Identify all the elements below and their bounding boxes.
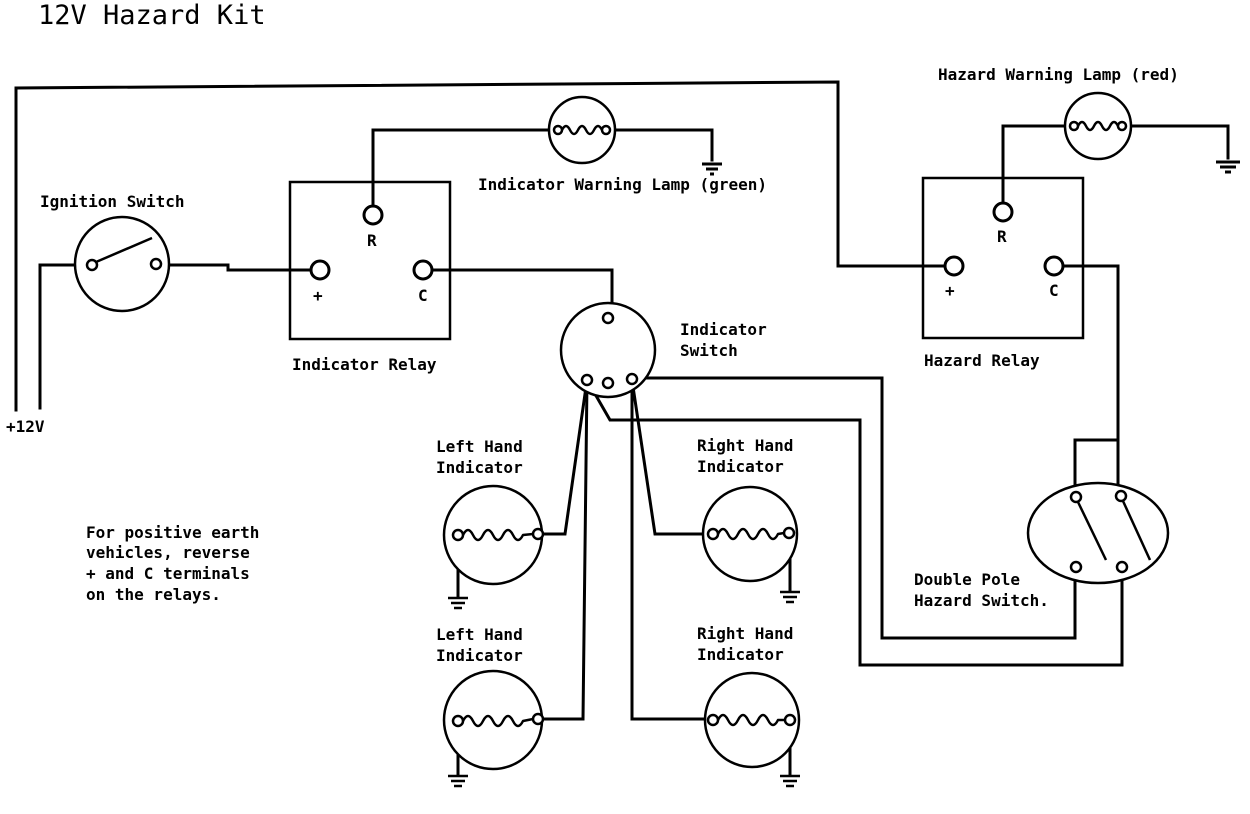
indicator-label-3: Indicator [697,457,784,476]
hazard-right-wire [630,376,1077,640]
indicator-label-4: Indicator [697,645,784,664]
ignition-switch-label: Ignition Switch [40,192,185,211]
indicator-warning-lamp-label: Indicator Warning Lamp (green) [478,175,767,194]
right-hand-indicator-rear: Right Hand Indicator [697,624,801,769]
hazard-relay-c-wire [1053,264,1120,497]
terminal-r-label: R [997,227,1007,246]
supply-label: +12V [6,417,45,436]
note-line-4: on the relays. [86,585,221,604]
hazard-switch-label-line1: Double Pole [914,570,1020,589]
indicator-switch-label-line2: Switch [680,341,738,360]
hazard-warning-lamp-label: Hazard Warning Lamp (red) [938,65,1179,84]
terminal-r-label: R [367,231,377,250]
hazard-relay: R + C Hazard Relay [921,176,1085,370]
left-rear-wire [543,378,589,721]
left-hand-label-2: Left Hand [436,625,523,644]
indicator-relay-c-wire [422,268,614,307]
earth-icon [448,774,468,788]
indicator-label-2: Indicator [436,646,523,665]
note-line-3: + and C terminals [86,564,250,583]
right-rear-wire [630,378,710,721]
ignition-output-wire [155,263,320,272]
wiring [14,80,1230,777]
indicator-relay-label: Indicator Relay [292,355,437,374]
earth-icon [1216,160,1240,174]
hazard-feed-wire [14,80,954,412]
ignition-switch: Ignition Switch [40,192,185,313]
hazard-lamp-wire [1001,124,1070,214]
earth-icon [702,162,722,176]
double-pole-hazard-switch: Double Pole Hazard Switch. [914,481,1170,610]
right-front-wire [630,378,710,536]
right-hand-indicator-front: Right Hand Indicator [697,436,799,583]
indicator-lamp-earth-wire [610,128,714,162]
right-hand-label-2: Right Hand [697,624,793,643]
left-hand-indicator-rear: Left Hand Indicator [436,625,545,771]
left-front-wire [543,378,589,536]
note-line-2: vehicles, reverse [86,543,250,562]
indicator-label-1: Indicator [436,458,523,477]
earth-icon [780,590,800,604]
left-hand-indicator-front: Left Hand Indicator [436,437,545,586]
positive-earth-note: For positive earth vehicles, reverse + a… [86,523,259,604]
left-hand-label-1: Left Hand [436,437,523,456]
hazard-relay-label: Hazard Relay [924,351,1040,370]
terminal-c-label: C [418,286,428,305]
earth-icon [448,596,468,610]
indicator-switch: Indicator Switch [559,301,767,399]
hazard-switch-link-wire [1073,438,1120,498]
hazard-left-wire [584,377,1124,667]
indicator-warning-lamp: Indicator Warning Lamp (green) [478,95,767,194]
hazard-switch-label-line2: Hazard Switch. [914,591,1049,610]
hazard-lamp-earth-wire [1126,124,1230,160]
diagram-title: 12V Hazard Kit [38,0,266,31]
terminal-plus-label: + [313,286,323,305]
terminal-plus-label: + [945,281,955,300]
terminal-c-label: C [1049,281,1059,300]
hazard-warning-lamp: Hazard Warning Lamp (red) [938,65,1179,161]
ignition-input-wire [38,263,92,410]
indicator-switch-label-line1: Indicator [680,320,767,339]
right-hand-label-1: Right Hand [697,436,793,455]
indicator-relay: R + C Indicator Relay [288,180,452,374]
indicator-lamp-wire [371,128,554,216]
earth-icon [780,774,800,788]
note-line-1: For positive earth [86,523,259,542]
earth-symbols [448,160,1240,788]
